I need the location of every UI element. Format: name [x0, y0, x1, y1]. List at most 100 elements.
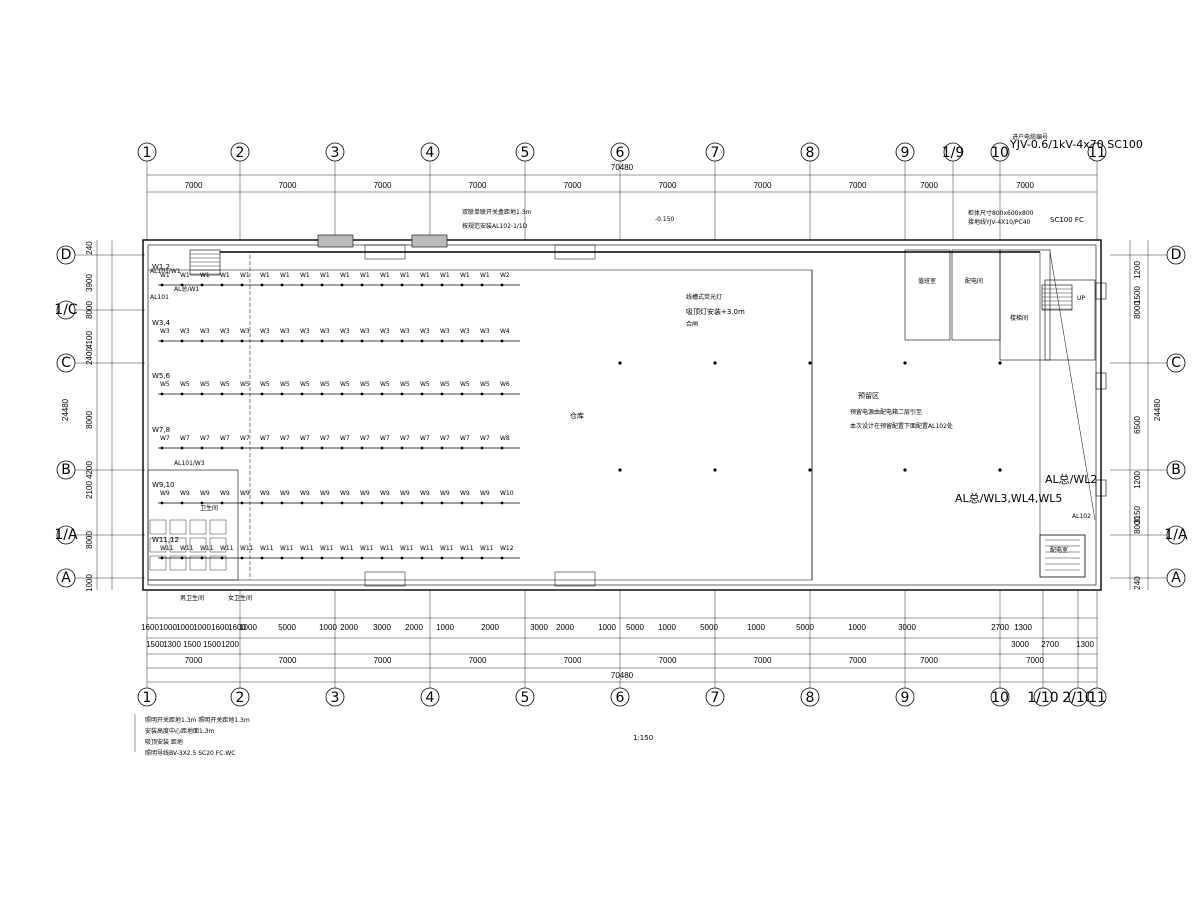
light-fixture	[260, 556, 264, 560]
circuit-label: W3	[180, 328, 190, 335]
light-fixture	[440, 501, 444, 505]
circuit-label: W5	[420, 381, 430, 388]
dim-span-bottom: 7000	[469, 656, 487, 665]
axis-label-top: 9	[901, 145, 910, 161]
dim-span-top: 7000	[469, 181, 487, 190]
light-fixture	[220, 556, 224, 560]
circuit-label: W3	[460, 328, 470, 335]
light-fixture	[320, 446, 324, 450]
dim-left: 8000	[85, 531, 94, 549]
circuit-label: W7	[360, 435, 370, 442]
light-fixture	[180, 556, 184, 560]
circuit-label: W11	[320, 545, 334, 552]
light-fixture	[380, 446, 384, 450]
circuit-label: W3	[340, 328, 350, 335]
circuit-label: W7	[420, 435, 430, 442]
circuit-label: W1	[420, 272, 430, 279]
light-fixture	[280, 556, 284, 560]
dim-bottom-row1: 1600	[228, 623, 246, 632]
circuit-label: W11	[360, 545, 374, 552]
dim-right: 240	[1133, 576, 1142, 590]
circuit-label: W11	[460, 545, 474, 552]
circuit-label: W11	[480, 545, 494, 552]
mid-note-3: 合闸	[686, 320, 698, 328]
circuit-label: W6	[500, 381, 510, 388]
dim-right: 8000	[1133, 516, 1142, 534]
stair-note: UP	[1077, 295, 1085, 302]
door	[364, 571, 406, 587]
light-fixture	[380, 501, 384, 505]
reserve-note-1: 预留电源由配电箱二层引至	[850, 408, 922, 416]
toilet-stall	[189, 537, 207, 553]
room-details	[147, 249, 1096, 581]
light-fixture	[380, 339, 384, 343]
axis-label-left: 1/A	[54, 527, 78, 543]
light-fixture	[500, 392, 504, 396]
light-fixture	[240, 283, 244, 287]
light-fixture	[460, 556, 464, 560]
light-fixture	[240, 446, 244, 450]
axis-label-bottom: 4	[426, 690, 435, 706]
light-fixture	[460, 392, 464, 396]
wall-box-right	[1095, 479, 1107, 497]
circuit-label: W11	[400, 545, 414, 552]
axis-label-top: 3	[331, 145, 340, 161]
legend-item: 安装高度中心距地面1.3m	[145, 727, 215, 735]
dim-bottom-row1: 1000	[658, 623, 676, 632]
dim-left: 240	[85, 241, 94, 255]
circuit-tag: W11,12	[152, 536, 179, 544]
axis-label-bottom: 10	[991, 690, 1009, 706]
light-fixture	[360, 446, 364, 450]
toilet-stall	[209, 537, 227, 553]
light-fixture	[420, 556, 424, 560]
axis-label-right: D	[1171, 247, 1182, 263]
light-fixture	[160, 501, 164, 505]
light-fixture	[400, 392, 404, 396]
dim-bottom-row1: 1300	[1014, 623, 1032, 632]
axis-label-bottom: 8	[806, 690, 815, 706]
circuit-label: W11	[260, 545, 274, 552]
circuit-label: W5	[340, 381, 350, 388]
elevation-note: -0.150	[655, 216, 675, 223]
window-top	[411, 234, 448, 248]
light-fixture	[500, 501, 504, 505]
panel-label: AL101	[150, 294, 169, 301]
circuit-label: W5	[220, 381, 230, 388]
circuit-label: W2	[500, 272, 510, 279]
circuit-label: W1	[440, 272, 450, 279]
light-fixture	[340, 501, 344, 505]
circuit-label: W5	[300, 381, 310, 388]
dim-left: 2400	[85, 347, 94, 365]
dim-right: 6500	[1133, 416, 1142, 434]
light-fixture	[200, 501, 204, 505]
light-fixture	[340, 339, 344, 343]
toilet-stall	[209, 519, 227, 535]
dim-right: 1200	[1133, 471, 1142, 489]
light-fixture	[300, 339, 304, 343]
light-fixture-grid	[808, 361, 812, 365]
dim-bottom-row1: 1000	[436, 623, 454, 632]
circuit-label: W5	[280, 381, 290, 388]
room-name: 女卫生间	[228, 594, 252, 602]
circuit-label: W1	[320, 272, 330, 279]
circuit-label: W7	[200, 435, 210, 442]
light-fixture	[480, 339, 484, 343]
axis-label-right: C	[1171, 355, 1181, 371]
axis-label-bottom: 6	[616, 690, 625, 706]
circuit-label: W3	[240, 328, 250, 335]
dim-span-top: 7000	[849, 181, 867, 190]
light-fixture	[300, 392, 304, 396]
circuit-label: W1	[400, 272, 410, 279]
axis-label-bottom: 1/10	[1027, 690, 1058, 706]
light-fixture	[360, 283, 364, 287]
light-fixture-grid	[903, 361, 907, 365]
circuit-tag: W9,10	[152, 481, 175, 489]
dim-right: 8000	[1133, 301, 1142, 319]
circuit-label: W5	[320, 381, 330, 388]
light-fixture	[280, 501, 284, 505]
dim-span-top: 7000	[920, 181, 938, 190]
axis-label-top: 5	[521, 145, 530, 161]
